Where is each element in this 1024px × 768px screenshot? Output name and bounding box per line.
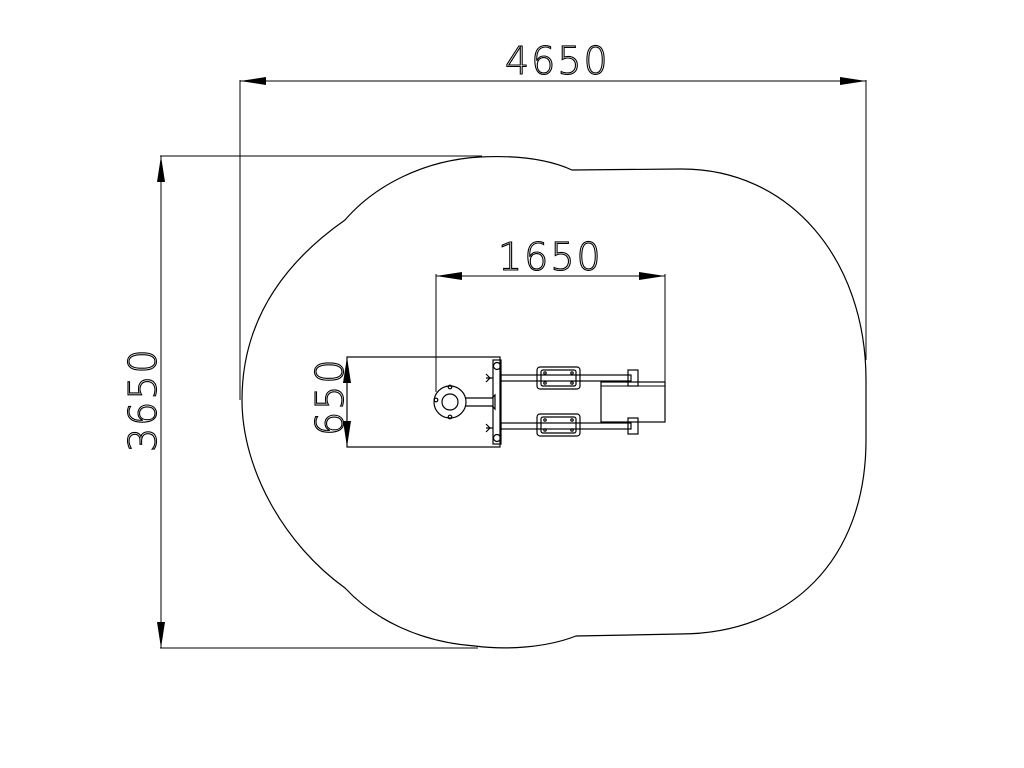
dimension-equipment-width: 650 [307, 357, 353, 447]
base-plate [346, 356, 501, 448]
upper-rail [500, 369, 639, 387]
dimension-text-4650: 4650 [505, 39, 610, 83]
safety-zone-outline [241, 156, 867, 649]
dimension-equipment-length: 1650 [435, 234, 666, 392]
lower-foot-pad [536, 413, 581, 437]
seat-box [600, 381, 666, 423]
dimension-text-1650: 1650 [498, 235, 603, 279]
dimension-text-650: 650 [308, 357, 352, 436]
lower-rail [500, 417, 639, 435]
dimension-overall-width: 4650 [239, 38, 867, 400]
upper-foot-pad [536, 366, 581, 390]
dimension-overall-depth: 3650 [120, 155, 482, 649]
post-inner-ring [441, 393, 459, 411]
fitness-equipment-plan [346, 356, 666, 448]
post-outer-ring [433, 385, 467, 419]
dimension-text-3650: 3650 [121, 347, 165, 452]
